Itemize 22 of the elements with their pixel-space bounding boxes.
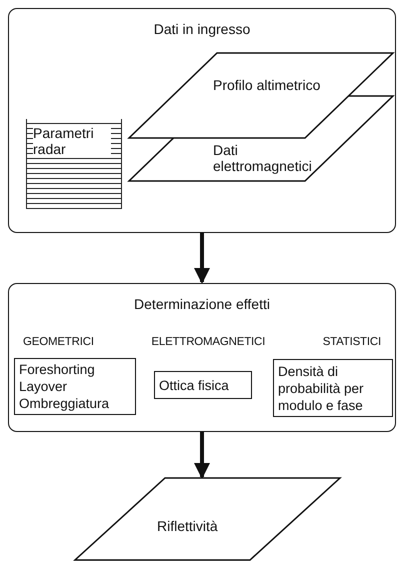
- data-label: Profilo altimetrico: [213, 77, 322, 93]
- column-heading: STATISTICI: [322, 336, 381, 348]
- effect-box: [154, 371, 252, 399]
- effect-text: Densità di probabilità per modulo e fase: [278, 362, 365, 414]
- effect-text: Ottica fisica: [159, 376, 230, 394]
- box-title: Determinazione effetti: [133, 296, 271, 312]
- arrow: [194, 432, 210, 479]
- effect-box: [273, 359, 393, 417]
- effect-item: Layover: [19, 378, 68, 395]
- column-heading: GEOMETRICI: [23, 336, 94, 348]
- document-label: Parametri radar: [33, 125, 111, 157]
- data-label: Riflettività: [157, 518, 219, 534]
- data-label: Dati elettromagnetici: [213, 142, 313, 174]
- box-title: Dati in ingresso: [152, 21, 252, 37]
- process-box: [8, 8, 396, 233]
- arrow: [194, 233, 210, 284]
- effect-box: [14, 358, 136, 415]
- column-heading: ELETTROMAGNETICI: [151, 336, 266, 348]
- process-box: [8, 283, 396, 432]
- effect-item: Foreshorting: [19, 361, 96, 378]
- effect-item: Ombreggiatura: [19, 395, 110, 412]
- document-box: [26, 119, 122, 209]
